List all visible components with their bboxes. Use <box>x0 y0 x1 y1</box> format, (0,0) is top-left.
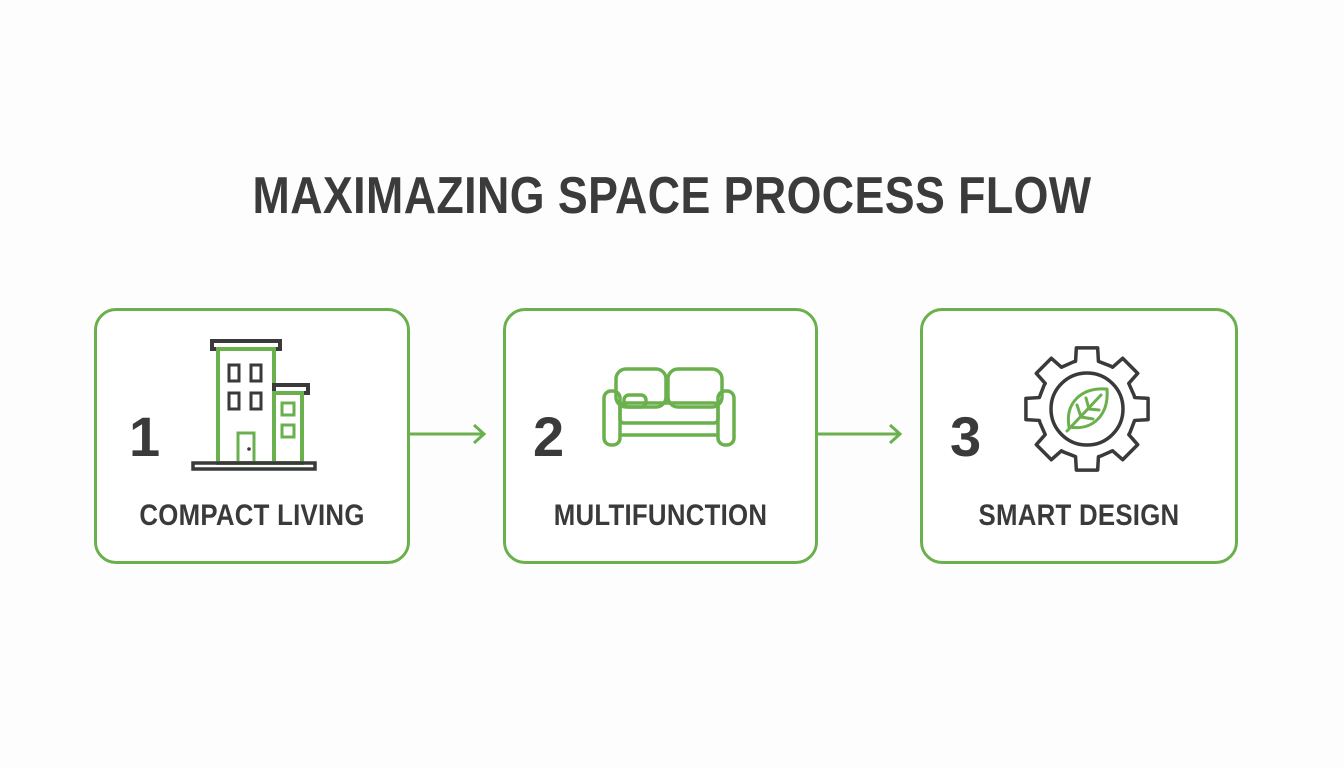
step-number: 3 <box>950 405 982 468</box>
step-card-compact-living: 1 COMPACT LIVING <box>94 308 410 564</box>
arrow-right-icon <box>818 423 903 445</box>
step-card-multifunction: 2 MULTIFUNCTION <box>503 308 818 564</box>
diagram-title: MAXIMAZING SPACE PROCESS FLOW <box>252 167 1092 225</box>
step-label: SMART DESIGN <box>978 499 1180 532</box>
step-label: MULTIFUNCTION <box>553 499 768 532</box>
gear-outline <box>1024 346 1150 472</box>
step-card-smart-design: 3 SMART DESIGN <box>920 308 1238 564</box>
step-number: 1 <box>129 405 161 468</box>
building-icon <box>191 339 317 471</box>
sofa-icon <box>602 367 736 447</box>
step-label: COMPACT LIVING <box>139 499 365 532</box>
gear-leaf-icon <box>1024 346 1150 472</box>
arrow-right-icon <box>410 423 487 445</box>
step-number: 2 <box>533 405 565 468</box>
